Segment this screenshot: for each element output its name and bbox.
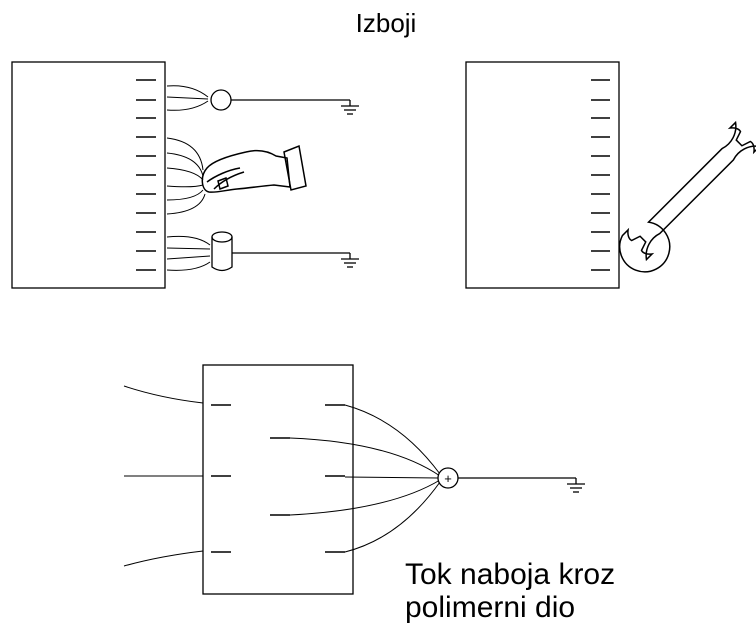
- panel-tool-contact: [465, 61, 756, 289]
- panel-charge-flow: +: [123, 364, 585, 595]
- ground-icon: [567, 478, 585, 493]
- surface-charges-left: [136, 79, 156, 271]
- charged-polymer-part: [11, 61, 166, 289]
- discharge-arcs-finger: [166, 137, 206, 215]
- cylinder-electrode-icon: [211, 231, 350, 272]
- charge-flow-lines: [289, 404, 441, 553]
- surface-charges-bottom: [211, 404, 345, 553]
- sphere-electrode-icon: [210, 89, 350, 111]
- charged-polymer-part: [465, 61, 620, 289]
- panel-discharge-sources: [11, 61, 359, 289]
- ground-icon: [341, 253, 359, 268]
- caption-line-1: Tok naboja kroz: [405, 558, 616, 591]
- ground-icon: [341, 100, 359, 115]
- polymer-part: [202, 364, 354, 595]
- collection-node: [437, 467, 576, 489]
- finger-touch-icon: [201, 144, 307, 193]
- discharge-arcs-cylinder: [166, 235, 211, 271]
- diagram-title: Izboji: [355, 8, 417, 38]
- discharge-arcs-sphere: [166, 85, 209, 111]
- wrench-icon: [618, 120, 756, 273]
- caption-line-2: polimerni dio: [405, 591, 576, 624]
- node-plus-sign: +: [444, 471, 452, 486]
- surface-charges-right: [591, 79, 610, 271]
- external-charge-lines: [123, 385, 204, 567]
